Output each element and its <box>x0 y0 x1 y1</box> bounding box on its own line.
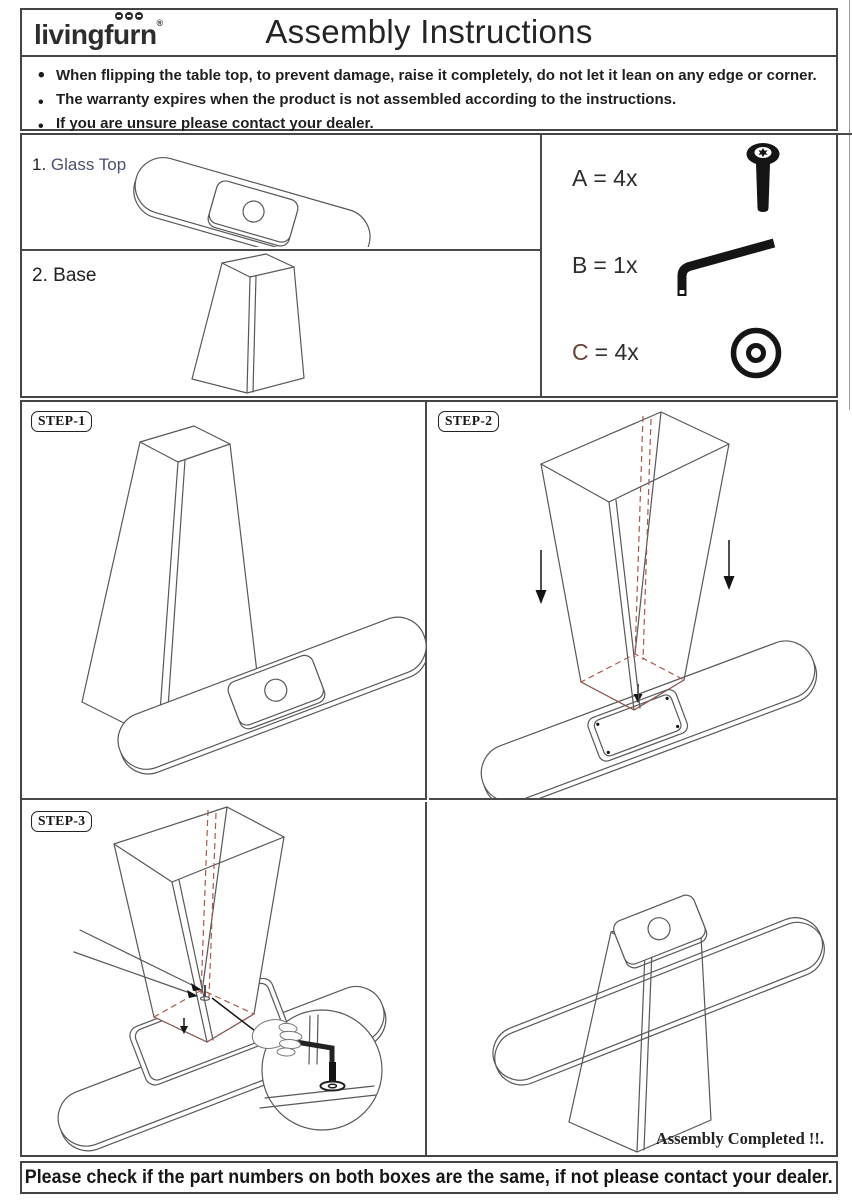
assembly-completed-text: Assembly Completed !!. <box>655 1129 824 1148</box>
assembly-completed-panel: Assembly Completed !!. <box>429 802 836 1155</box>
hardware-count: = 1x <box>593 252 638 278</box>
hardware-row-b: B= 1x <box>540 222 836 309</box>
step-1-tag: STEP-1 <box>31 411 93 432</box>
footer-box: Please check if the part numbers on both… <box>20 1161 838 1194</box>
part-label-base: 2. Base <box>32 265 96 287</box>
step-3-panel: STEP-3 <box>22 802 427 1155</box>
part-name: Glass Top <box>50 155 127 174</box>
steps-box: STEP-1 STEP-2 <box>20 400 838 1157</box>
part-glass-top-row: 1. Glass Top <box>22 135 540 251</box>
hardware-count: = 4x <box>594 339 639 365</box>
page-title: Assembly Instructions <box>265 13 593 50</box>
part-name: Base <box>53 265 97 286</box>
registered-trademark: ® <box>156 18 164 28</box>
footer-notice: Please check if the part numbers on both… <box>25 1166 833 1188</box>
hardware-label-b: B= 1x <box>572 252 637 279</box>
hardware-count: = 4x <box>593 165 638 191</box>
header-row: livingfurn® Assembly Instructions <box>22 10 836 57</box>
step-1-diagram <box>81 425 427 775</box>
note-item: If you are unsure please contact your de… <box>36 112 836 139</box>
header-box: livingfurn® Assembly Instructions When f… <box>20 8 838 139</box>
scan-edge-artifact <box>849 0 850 410</box>
parts-list: 1. Glass Top 2. Base <box>22 135 542 396</box>
step-1-panel: STEP-1 <box>22 402 427 800</box>
part-base-row: 2. Base <box>22 251 540 396</box>
torx-screw-icon <box>746 142 780 212</box>
note-item: When flipping the table top, to prevent … <box>36 64 836 88</box>
hardware-row-c: C= 4x <box>540 309 836 396</box>
scan-edge-tick <box>838 133 852 135</box>
hardware-letter: B <box>572 252 588 278</box>
assembled-table-diagram <box>492 894 825 1153</box>
part-label-glass-top: 1. Glass Top <box>32 155 126 175</box>
warning-notes: When flipping the table top, to prevent … <box>22 57 836 139</box>
step-3-diagram <box>57 806 387 1152</box>
brand-logo-dots <box>115 12 143 20</box>
furniture-dot-icon <box>125 12 133 20</box>
hardware-label-c: C= 4x <box>572 339 639 366</box>
part-number: 1. <box>32 155 47 174</box>
hardware-letter: C <box>572 339 589 365</box>
note-item: The warranty expires when the product is… <box>36 88 836 115</box>
hardware-row-a: A= 4x <box>540 135 836 222</box>
hardware-letter: A <box>572 165 588 191</box>
step-2-tag: STEP-2 <box>438 411 500 432</box>
step-2-panel: STEP-2 <box>429 402 836 800</box>
glass-top-drawing <box>133 157 371 247</box>
furniture-dot-icon <box>135 12 143 20</box>
hardware-label-a: A= 4x <box>572 165 637 192</box>
step-2-diagram <box>480 411 818 798</box>
step-3-tag: STEP-3 <box>31 811 93 832</box>
hardware-list: A= 4x B= 1x C= 4x <box>540 135 836 396</box>
washer-icon <box>730 327 782 378</box>
allen-key-icon <box>677 238 776 296</box>
part-number: 2. <box>32 265 48 286</box>
brand-logo: livingfurn® <box>34 18 163 51</box>
brand-text: livingfurn <box>34 19 157 50</box>
furniture-dot-icon <box>115 12 123 20</box>
base-drawing <box>191 253 305 394</box>
parts-box: 1. Glass Top 2. Base <box>20 133 838 398</box>
